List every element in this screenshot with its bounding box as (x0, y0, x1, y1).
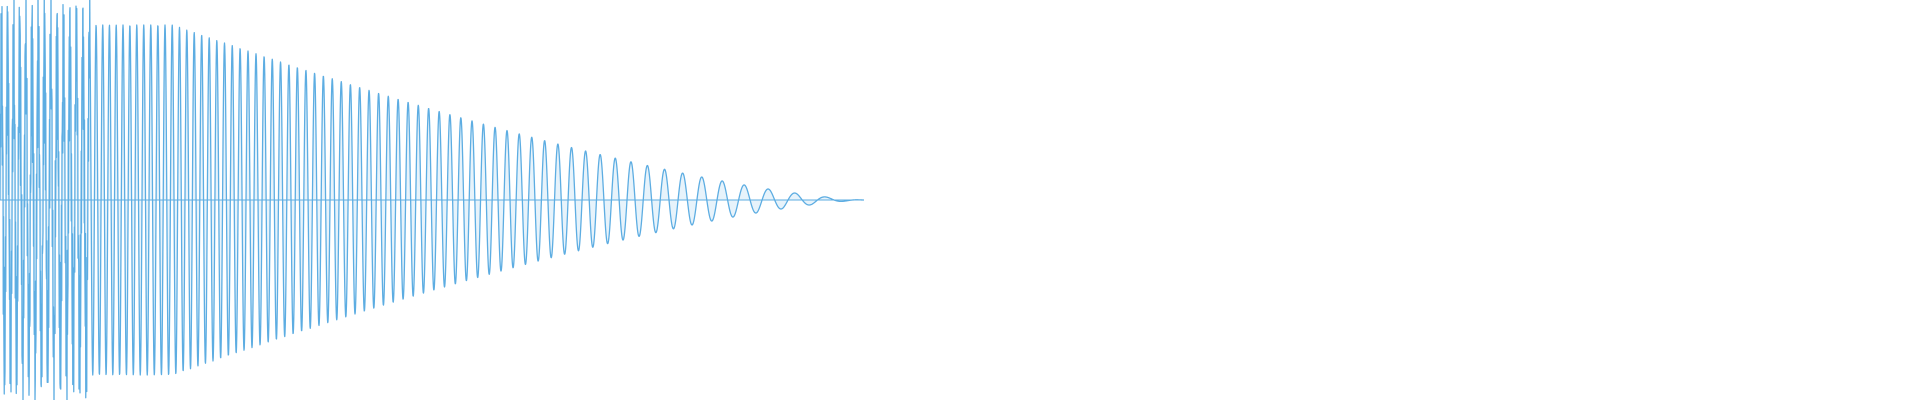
waveform-svg (0, 0, 865, 400)
